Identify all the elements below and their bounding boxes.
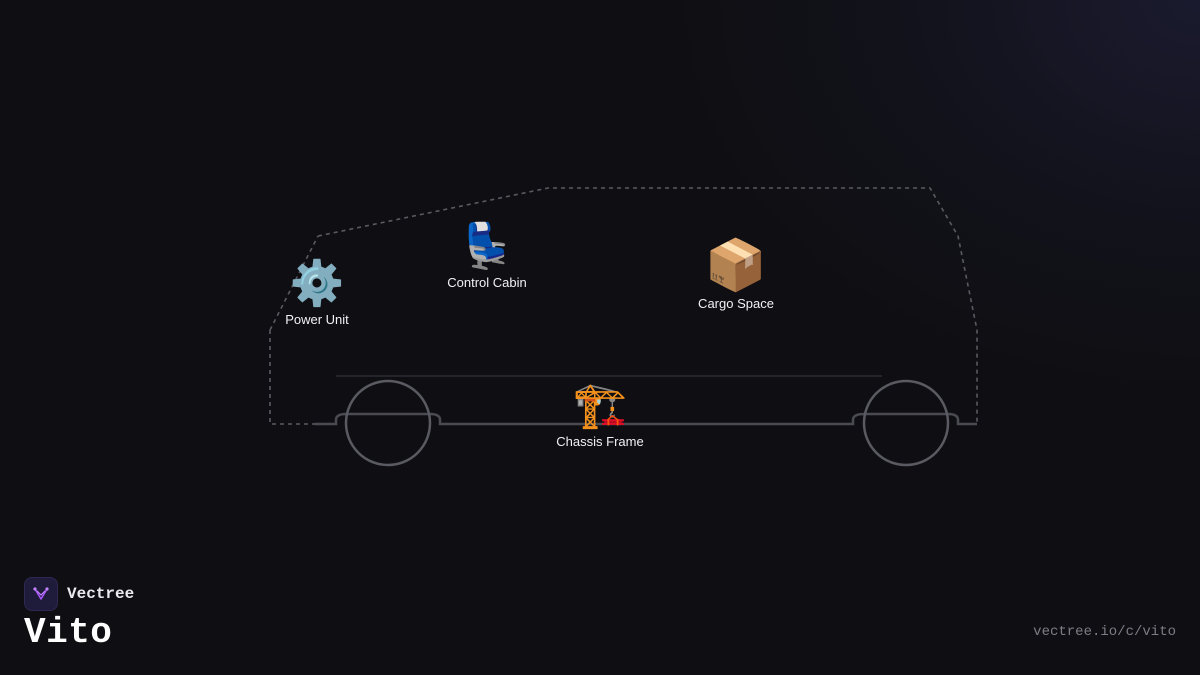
front-wheel: [344, 379, 432, 467]
model-url[interactable]: vectree.io/c/vito: [1033, 624, 1176, 640]
model-title: Vito: [24, 612, 113, 653]
vectree-logo-icon: [24, 577, 58, 611]
part-label: Cargo Space: [698, 296, 774, 311]
part-label: Control Cabin: [447, 275, 527, 290]
gear-icon: ⚙️: [289, 258, 345, 309]
brand-name: Vectree: [67, 585, 135, 603]
part-control-cabin[interactable]: 💺 Control Cabin: [447, 221, 527, 291]
part-power-unit[interactable]: ⚙️ Power Unit: [285, 258, 349, 328]
body-outline: [269, 187, 978, 425]
brand: Vectree: [24, 577, 134, 611]
part-cargo-space[interactable]: 📦 Cargo Space: [698, 240, 774, 311]
rear-wheel: [862, 379, 950, 467]
chassis-line: [314, 412, 977, 426]
part-label: Power Unit: [285, 312, 349, 327]
part-chassis-frame[interactable]: 🏗️ Chassis Frame: [556, 380, 644, 450]
crane-icon: 🏗️: [572, 380, 628, 431]
part-label: Chassis Frame: [556, 434, 644, 449]
seat-icon: 💺: [459, 221, 515, 272]
package-icon: 📦: [704, 236, 768, 294]
